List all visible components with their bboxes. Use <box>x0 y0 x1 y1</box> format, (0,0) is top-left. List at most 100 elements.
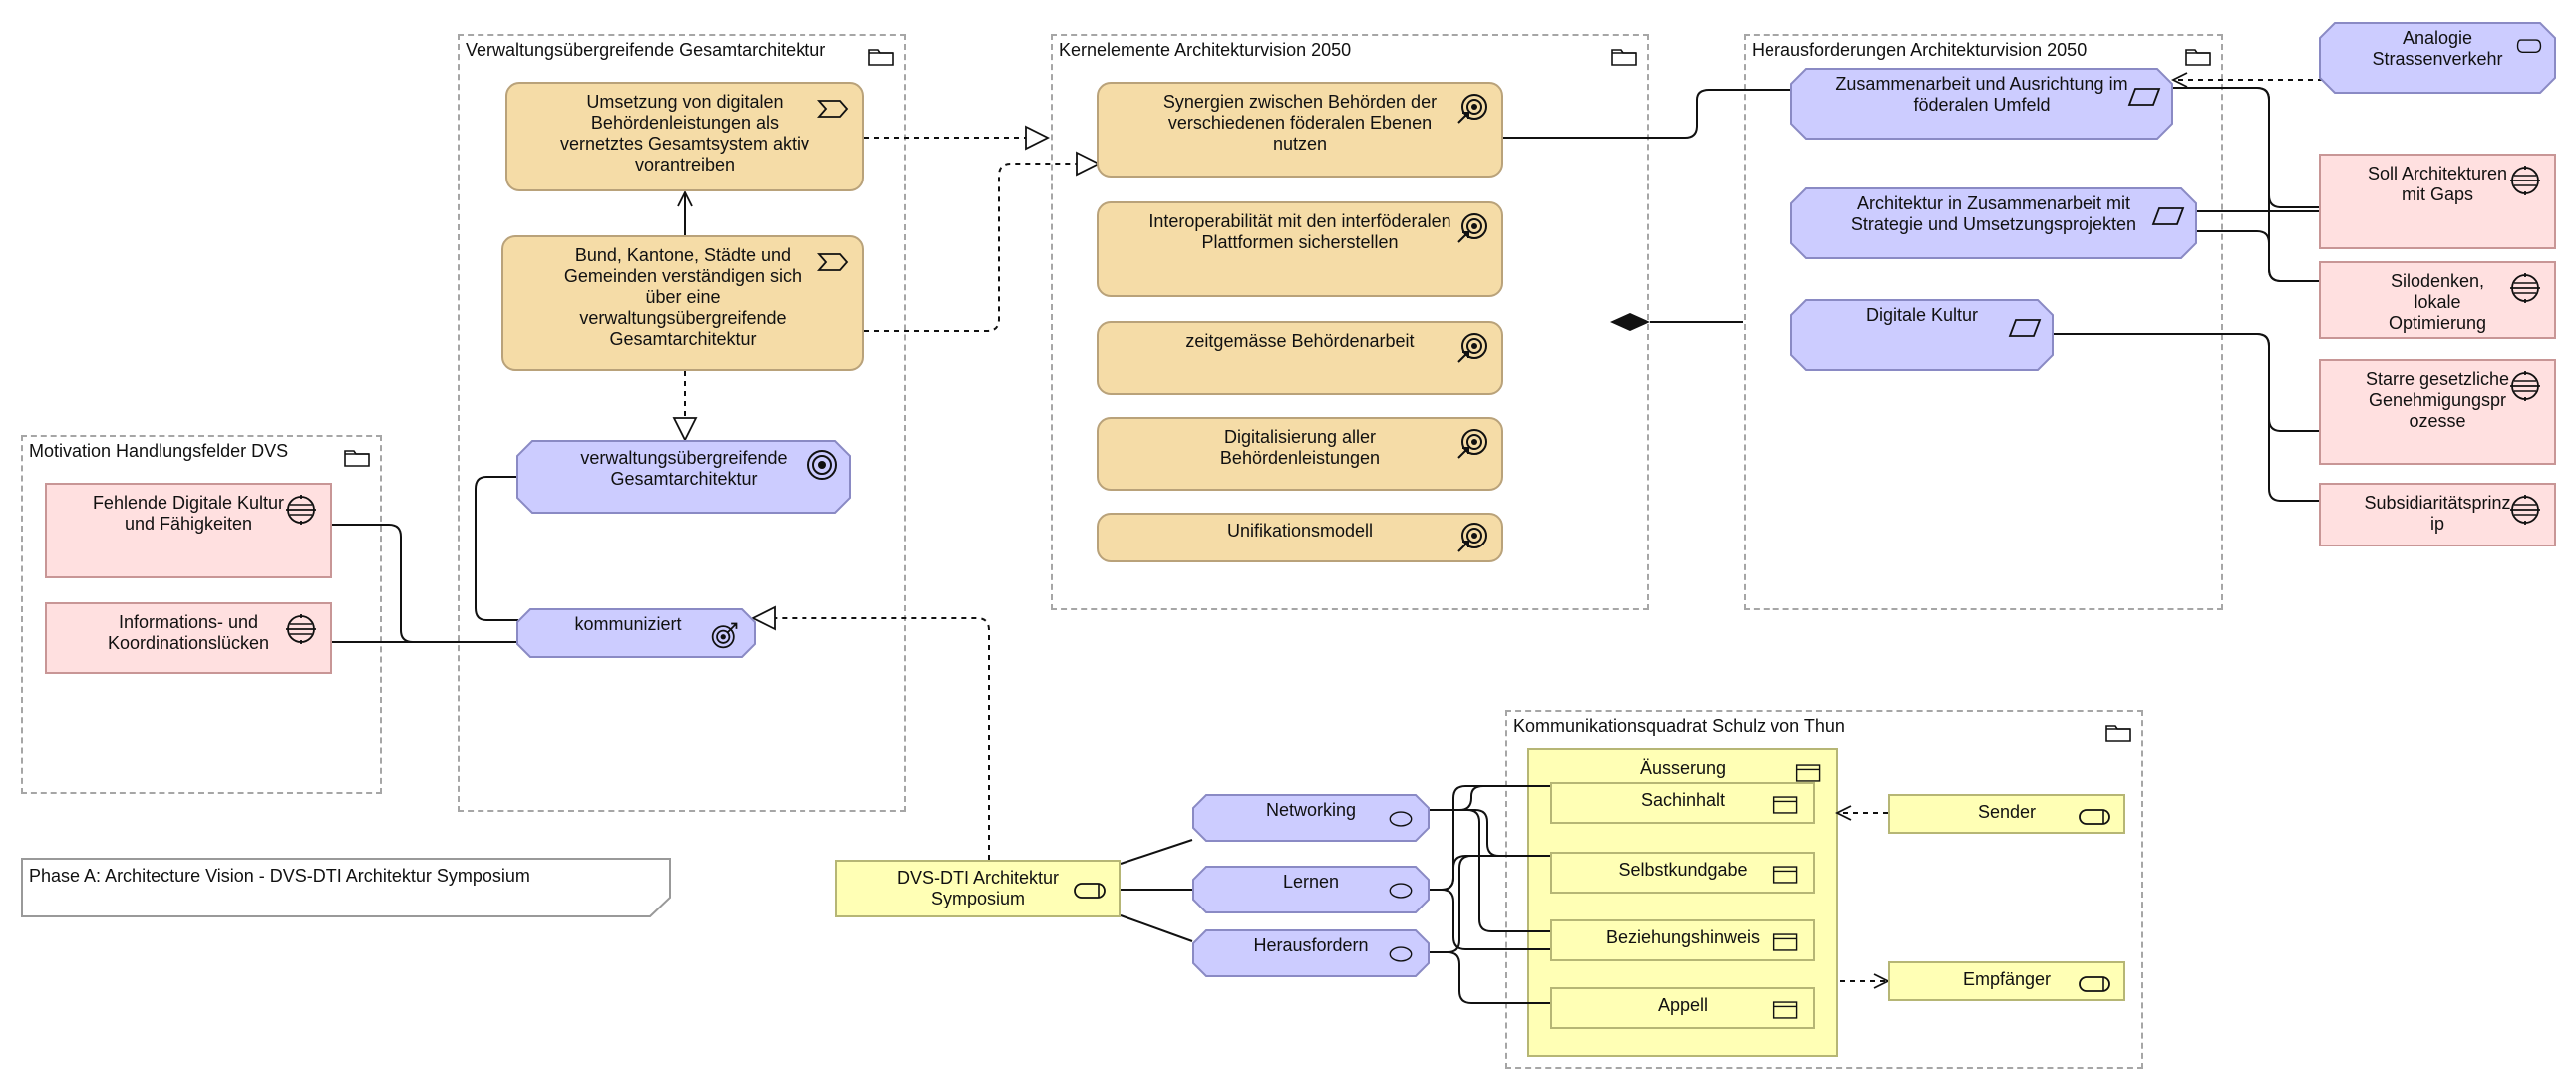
component-icon <box>1772 796 1798 814</box>
value-stream-icon <box>817 253 849 271</box>
element-label: Informations- und Koordinationslücken <box>107 612 270 653</box>
capability-analogie-strassenverkehr[interactable]: Analogie Strassenverkehr <box>2319 22 2556 94</box>
element-label: Beziehungshinweis <box>1605 927 1761 947</box>
value-stream-bund-kantone[interactable]: Bund, Kantone, Städte und Gemeinden vers… <box>501 235 864 371</box>
group-title: Kernelemente Architekturvision 2050 <box>1059 40 1352 60</box>
driver-silodenken[interactable]: Silodenken, lokale Optimierung <box>2319 261 2556 339</box>
element-label: Analogie Strassenverkehr <box>2372 28 2503 69</box>
service-icon <box>2516 39 2542 54</box>
group-title: Kommunikationsquadrat Schulz von Thun <box>1513 716 1845 736</box>
element-label: Lernen <box>1282 872 1340 892</box>
element-label: verwaltungsübergreifende Gesamtarchitekt… <box>580 448 788 489</box>
component-sachinhalt[interactable]: Sachinhalt <box>1550 782 1815 824</box>
element-label: Unifikationsmodell <box>1226 521 1374 541</box>
octagon-shape <box>1790 68 2173 140</box>
outcome-icon <box>1457 523 1487 552</box>
capability-zusammenarbeit[interactable]: Zusammenarbeit und Ausrichtung im födera… <box>1790 68 2173 140</box>
element-label: Digitale Kultur <box>1865 305 1979 325</box>
capability-digitale-kultur[interactable]: Digitale Kultur <box>1790 299 2054 371</box>
element-label: Herausfordern <box>1253 935 1369 955</box>
goal-synergien[interactable]: Synergien zwischen Behörden der verschie… <box>1097 82 1503 178</box>
outcome-icon <box>1457 429 1487 459</box>
driver-subsidiaritaet[interactable]: Subsidiaritätsprinz ip <box>2319 483 2556 546</box>
driver-icon <box>2510 273 2540 303</box>
octagon-shape <box>1192 794 1430 842</box>
driver-fehlende-kultur[interactable]: Fehlende Digitale Kultur und Fähigkeiten <box>45 483 332 578</box>
capability-icon <box>2008 319 2042 337</box>
service-icon <box>2079 976 2110 992</box>
element-label: Zusammenarbeit und Ausrichtung im födera… <box>1835 74 2128 115</box>
goal-zeitgemaesse-arbeit[interactable]: zeitgemässe Behördenarbeit <box>1097 321 1503 395</box>
driver-starre-genehmigung[interactable]: Starre gesetzliche Genehmigungspr ozesse <box>2319 359 2556 465</box>
component-icon <box>1795 764 1821 782</box>
component-appell[interactable]: Appell <box>1550 987 1815 1029</box>
folder-icon <box>1611 49 1637 66</box>
octagon-shape <box>1192 866 1430 913</box>
driver-icon <box>286 495 316 525</box>
outcome-icon <box>1457 213 1487 243</box>
component-icon <box>1772 866 1798 884</box>
group-motivation[interactable]: Motivation Handlungsfelder DVS <box>21 435 382 794</box>
value-stream-umsetzung[interactable]: Umsetzung von digitalen Behördenleistung… <box>505 82 864 191</box>
element-label: Umsetzung von digitalen Behördenleistung… <box>559 92 810 175</box>
group-herausforderungen[interactable]: Herausforderungen Architekturvision 2050 <box>1744 34 2223 610</box>
goal-icon <box>807 450 837 480</box>
course-of-action-verwaltungsuebergreifende-ga[interactable]: verwaltungsübergreifende Gesamtarchitekt… <box>516 440 851 514</box>
capability-icon <box>2127 88 2161 106</box>
octagon-shape <box>1790 299 2054 371</box>
goal-digitalisierung[interactable]: Digitalisierung aller Behördenleistungen <box>1097 417 1503 491</box>
element-label: Empfänger <box>1962 969 2052 989</box>
service-icon <box>1389 946 1413 962</box>
component-beziehungshinweis[interactable]: Beziehungshinweis <box>1550 919 1815 961</box>
goal-interoperabilitaet[interactable]: Interoperabilität mit den interföderalen… <box>1097 201 1503 297</box>
folder-icon <box>2185 49 2211 66</box>
driver-icon <box>2510 495 2540 525</box>
service-empfaenger[interactable]: Empfänger <box>1888 961 2125 1001</box>
value-stream-icon <box>817 100 849 118</box>
octagon-shape <box>1790 187 2197 259</box>
driver-icon <box>2510 166 2540 195</box>
element-label: Appell <box>1657 995 1709 1015</box>
element-label: Sachinhalt <box>1640 790 1726 810</box>
element-label: Starre gesetzliche Genehmigungspr ozesse <box>2365 369 2510 431</box>
group-gesamtarchitektur[interactable]: Verwaltungsübergreifende Gesamtarchitekt… <box>458 34 906 812</box>
capability-architektur-zusammenarbeit[interactable]: Architektur in Zusammenarbeit mit Strate… <box>1790 187 2197 259</box>
note-phase-a[interactable]: Phase A: Architecture Vision - DVS-DTI A… <box>21 858 671 917</box>
octagon-shape <box>2319 22 2556 94</box>
octagon-shape <box>516 608 756 658</box>
octagon-shape <box>1192 929 1430 977</box>
element-label: Selbstkundgabe <box>1618 860 1748 880</box>
element-label: Silodenken, lokale Optimierung <box>2388 271 2487 333</box>
folder-icon <box>868 49 894 66</box>
element-label: zeitgemässe Behördenarbeit <box>1185 331 1415 351</box>
outcome-icon <box>711 622 738 649</box>
component-icon <box>1772 933 1798 951</box>
element-label: Networking <box>1265 800 1357 820</box>
outcome-icon <box>1457 94 1487 124</box>
group-kernelemente[interactable]: Kernelemente Architekturvision 2050 <box>1051 34 1649 610</box>
capability-lernen[interactable]: Lernen <box>1192 866 1430 913</box>
octagon-shape <box>516 440 851 514</box>
group-kommunikationsquadrat[interactable]: Kommunikationsquadrat Schulz von Thun <box>1505 710 2143 1069</box>
service-icon <box>1074 883 1106 899</box>
application-event-symposium[interactable]: DVS-DTI Architektur Symposium <box>835 860 1121 917</box>
note-text: Phase A: Architecture Vision - DVS-DTI A… <box>29 866 530 886</box>
service-icon <box>1389 811 1413 827</box>
driver-soll-architekturen[interactable]: Soll Architekturen mit Gaps <box>2319 154 2556 249</box>
element-label: Architektur in Zusammenarbeit mit Strate… <box>1850 193 2137 234</box>
capability-networking[interactable]: Networking <box>1192 794 1430 842</box>
element-label: Synergien zwischen Behörden der verschie… <box>1162 92 1438 154</box>
driver-informations-luecken[interactable]: Informations- und Koordinationslücken <box>45 602 332 674</box>
driver-icon <box>2510 371 2540 401</box>
folder-icon <box>2105 725 2131 742</box>
goal-unifikationsmodell[interactable]: Unifikationsmodell <box>1097 513 1503 562</box>
component-selbstkundgabe[interactable]: Selbstkundgabe <box>1550 852 1815 894</box>
capability-herausfordern[interactable]: Herausfordern <box>1192 929 1430 977</box>
folder-icon <box>344 450 370 467</box>
service-sender[interactable]: Sender <box>1888 794 2125 834</box>
course-of-action-kommuniziert[interactable]: kommuniziert <box>516 608 756 658</box>
element-label: Subsidiaritätsprinz ip <box>2364 493 2511 534</box>
group-title: Verwaltungsübergreifende Gesamtarchitekt… <box>466 40 826 60</box>
